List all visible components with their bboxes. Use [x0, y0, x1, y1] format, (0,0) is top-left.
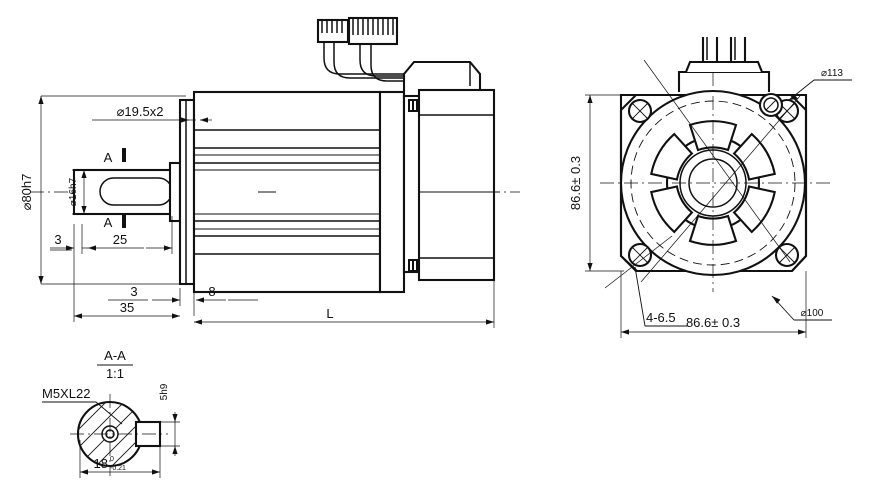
label-key-width: 18 — [94, 456, 108, 471]
label-key-width-tol-upper: 0 — [110, 456, 114, 463]
callout-mounting-holes: 4-6.5 — [634, 266, 687, 327]
mounting-hole-top-left — [627, 98, 653, 124]
label-dim-3-upper: 3 — [54, 232, 61, 247]
cable-1-outer — [323, 42, 404, 75]
fan-slot — [650, 132, 694, 181]
label-mounting-holes: 4-6.5 — [646, 310, 676, 325]
dimension-L: L — [194, 280, 495, 328]
encoder-screw-top — [408, 99, 419, 112]
hub-bore — [688, 158, 738, 208]
label-section-title: A-A — [104, 348, 126, 363]
flange-outline — [619, 93, 808, 273]
rear-end-face-view: 86.6± 0.3 86.6± 0.3 ⌀113 4-6.5 ⌀100 — [568, 37, 852, 338]
dimension-3-upper: 3 — [50, 224, 75, 254]
label-pilot-diameter: ⌀19.5x2 — [117, 104, 164, 119]
cooling-fins-lower — [194, 213, 380, 255]
motor-rear-band — [378, 90, 406, 294]
motor-body — [192, 90, 406, 294]
section-mark-bottom: A — [104, 214, 126, 230]
section-arrow-bottom — [122, 214, 126, 228]
rear-encoder-housing — [402, 60, 500, 282]
dimension-flange-height: 86.6± 0.3 — [568, 94, 624, 272]
label-section-a-top: A — [104, 150, 113, 165]
label-section-a-bottom: A — [104, 215, 113, 230]
connector-base-plate — [677, 70, 771, 92]
dimension-key-height: 5h9 — [159, 383, 180, 456]
cable-1-inner — [333, 42, 404, 79]
mounting-hole-bottom-right — [774, 242, 800, 268]
cooling-fins-upper — [194, 129, 380, 171]
fan-slot — [732, 185, 776, 234]
fan-slots — [650, 120, 776, 246]
label-flange-height: 86.6± 0.3 — [568, 156, 583, 210]
encoder-block — [417, 88, 496, 282]
label-dim-8: 8 — [208, 284, 215, 299]
dimension-8: 8 — [196, 284, 258, 303]
dimension-flange-diameter: ⌀80h7 — [19, 95, 186, 285]
label-flange-width: 86.6± 0.3 — [686, 315, 740, 330]
label-section-scale: 1:1 — [106, 366, 124, 381]
label-dim-25: 25 — [113, 232, 127, 247]
shaft-step — [168, 161, 182, 223]
end-view-connectors — [677, 37, 771, 92]
side-elevation-view: ⌀80h7 ⌀19.5x2 ⌀16h7 A A — [19, 16, 520, 328]
mounting-hole-bottom-left — [627, 242, 653, 268]
label-outer-diameter: ⌀113 — [821, 68, 843, 79]
label-bolt-circle: ⌀100 — [801, 308, 824, 319]
dimension-25: 25 — [81, 216, 173, 254]
label-flange-diameter: ⌀80h7 — [19, 174, 34, 211]
label-dim-35: 35 — [120, 300, 134, 315]
section-arrow-top — [122, 148, 126, 162]
cable-2-inner — [370, 44, 404, 82]
callout-outer-diameter: ⌀113 — [788, 68, 852, 101]
motor-housing — [192, 90, 382, 294]
front-flange — [178, 98, 196, 286]
fan-slot — [732, 132, 776, 181]
label-key-height: 5h9 — [159, 383, 170, 400]
dimension-flange-width: 86.6± 0.3 — [620, 271, 807, 338]
label-shaft-diameter: ⌀16h7 — [68, 177, 79, 206]
cable-2-outer — [359, 44, 404, 77]
fan-slot — [688, 214, 738, 246]
shaft-keyway — [99, 177, 173, 206]
diagonal-leader-1 — [640, 95, 801, 283]
fan-slot — [688, 120, 738, 152]
callout-bolt-circle: ⌀100 — [771, 295, 832, 321]
label-thread-callout: M5XL22 — [42, 386, 90, 401]
dimension-3-lower: 3 — [108, 284, 195, 316]
dimension-key-width: 18 0 -0.21 — [79, 440, 161, 478]
cable-connectors — [316, 16, 404, 82]
connector-large-pins — [352, 18, 394, 35]
diagonal-leader-2 — [643, 59, 791, 263]
output-shaft — [72, 161, 184, 223]
label-dim-3-lower: 3 — [130, 284, 137, 299]
thread-callout-leader — [95, 401, 123, 425]
flange-plate — [178, 98, 196, 286]
fan-slot — [650, 185, 694, 234]
encoder-screw-bottom — [408, 259, 419, 272]
dimension-pilot-diameter: ⌀19.5x2 — [92, 104, 212, 126]
connector-small-pins — [321, 20, 343, 33]
label-dim-L: L — [326, 306, 333, 321]
detail-circle-feature — [758, 92, 784, 118]
section-mark-top: A — [104, 148, 126, 165]
diagonal-leader-3 — [604, 235, 673, 289]
connector-base-cover — [685, 60, 763, 73]
label-key-width-tol-lower: -0.21 — [110, 465, 126, 472]
dimension-35: 35 — [73, 254, 180, 322]
dimension-shaft-diameter: ⌀16h7 — [68, 169, 100, 215]
